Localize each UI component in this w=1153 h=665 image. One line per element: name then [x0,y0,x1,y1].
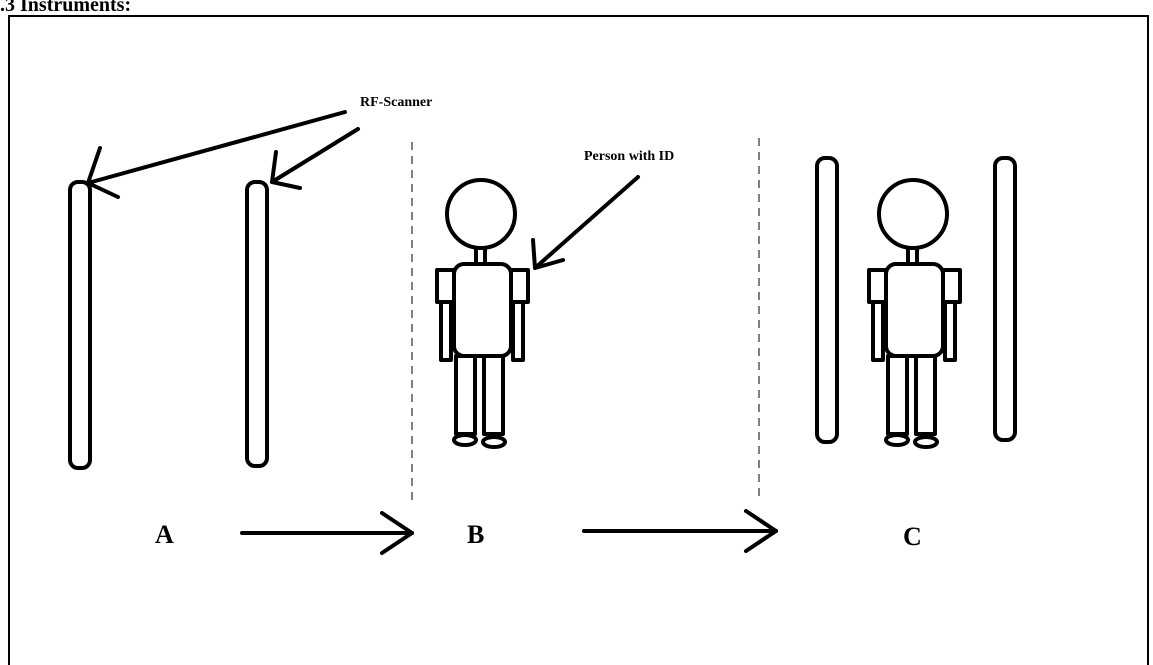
scanner-post-a2 [245,180,269,468]
scanner-pointer-arrows [86,110,360,199]
scanner-post-c1 [815,156,839,444]
diagram-frame [8,15,1149,665]
person-pointer-arrow [531,175,640,270]
section-heading: .3 Instruments: [0,0,132,16]
stage-a-label: A [155,520,174,549]
stage-b-label: B [467,520,484,549]
arrow-b-to-c [582,509,778,553]
scanner-post-c2 [993,156,1017,442]
rf-scanner-label: RF-Scanner [360,95,432,110]
arrow-a-to-b [240,511,414,555]
person-figure-b [435,178,530,449]
person-figure-c [867,178,962,449]
person-with-id-label: Person with ID [584,149,674,164]
scanner-post-a1 [68,180,92,470]
stage-c-label: C [903,522,922,551]
